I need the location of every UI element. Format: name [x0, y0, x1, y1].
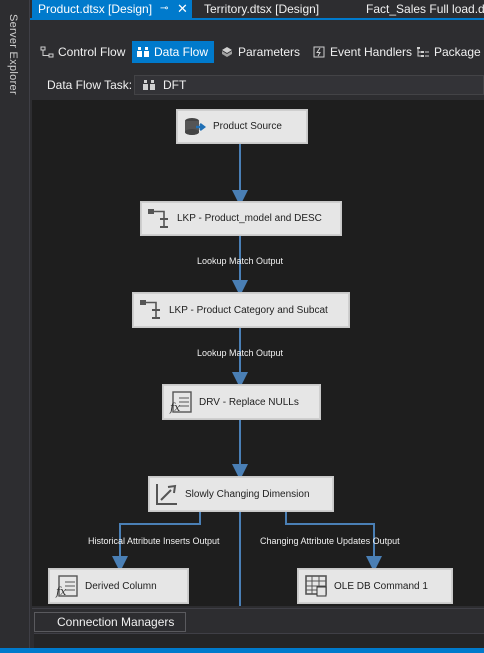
node-label: Slowly Changing Dimension: [185, 488, 310, 500]
document-tab-bar: Product.dtsx [Design] ⊸ ✕ Territory.dtsx…: [30, 0, 484, 18]
data-flow-task-select[interactable]: DFT: [134, 75, 484, 95]
path-scd-to-oledb[interactable]: [285, 512, 382, 572]
package-explorer-icon: [417, 47, 429, 57]
data-flow-canvas[interactable]: Product Source LKP - Product_model and D…: [32, 100, 484, 606]
node-lkp-product-category[interactable]: LKP - Product Category and Subcat: [132, 292, 350, 328]
designer-tab-bar: Control Flow Data Flow Parameters Event …: [30, 40, 484, 64]
doc-tab-label: Product.dtsx [Design]: [38, 2, 153, 16]
event-handlers-icon: [313, 46, 325, 58]
doc-tab-label: Territory.dtsx [Design]: [204, 2, 320, 16]
svg-text:fx: fx: [169, 401, 181, 414]
data-flow-task-row: Data Flow Task: DFT: [30, 72, 484, 98]
edge-label-lookup-match-1: Lookup Match Output: [197, 256, 284, 266]
edge-label-historical-inserts: Historical Attribute Inserts Output: [88, 536, 220, 546]
connector-lines: [112, 144, 382, 606]
data-flow-icon: [137, 47, 149, 57]
node-label: LKP - Product_model and DESC: [177, 213, 322, 224]
status-bar: [0, 648, 484, 653]
doc-tab-product[interactable]: Product.dtsx [Design] ⊸ ✕: [32, 0, 192, 18]
tab-package-explorer[interactable]: Package E: [412, 41, 484, 63]
doc-tab-territory[interactable]: Territory.dtsx [Design]: [198, 0, 325, 18]
node-lkp-product-model[interactable]: LKP - Product_model and DESC: [140, 201, 342, 236]
node-drv-replace-nulls[interactable]: fx DRV - Replace NULLs: [162, 384, 321, 420]
tab-label: Data Flow: [154, 45, 209, 59]
left-tool-strip: Server Explorer: [0, 0, 30, 653]
node-slowly-changing-dimension[interactable]: Slowly Changing Dimension: [148, 476, 334, 512]
path-scd-to-derived[interactable]: [112, 512, 201, 572]
data-flow-icon: [143, 80, 155, 90]
pin-icon[interactable]: ⊸: [160, 3, 169, 14]
node-label: Derived Column: [85, 580, 157, 592]
doc-tab-label: Fact_Sales Full load.dtsx: [366, 2, 484, 16]
scd-icon: [156, 484, 177, 505]
node-label: LKP - Product Category and Subcat: [169, 304, 328, 316]
doc-tab-fact-sales[interactable]: Fact_Sales Full load.dtsx: [360, 0, 484, 18]
data-flow-task-value: DFT: [163, 78, 187, 92]
node-derived-column[interactable]: fx Derived Column: [48, 568, 189, 604]
tab-label: Parameters: [238, 45, 301, 59]
parameters-icon: [222, 47, 232, 57]
oledb-command-icon: [305, 575, 327, 597]
node-label: OLE DB Command 1: [334, 580, 428, 592]
tab-label: Event Handlers: [330, 45, 413, 59]
active-tab-underline: [30, 18, 484, 20]
node-oledb-command[interactable]: OLE DB Command 1: [297, 568, 453, 604]
close-icon[interactable]: ✕: [177, 1, 188, 16]
svg-text:fx: fx: [55, 585, 67, 598]
edge-label-changing-updates: Changing Attribute Updates Output: [260, 536, 400, 546]
lookup-icon: [148, 208, 168, 228]
tab-parameters[interactable]: Parameters: [216, 41, 306, 63]
node-product-source[interactable]: Product Source: [176, 109, 308, 144]
tab-label: Control Flow: [58, 45, 126, 59]
derived-column-icon: fx: [169, 391, 192, 414]
tab-data-flow[interactable]: Data Flow: [132, 41, 214, 63]
server-explorer-tab[interactable]: Server Explorer: [7, 14, 19, 95]
lookup-icon: [140, 300, 160, 319]
edge-label-lookup-match-2: Lookup Match Output: [197, 348, 284, 358]
tab-event-handlers[interactable]: Event Handlers: [308, 41, 413, 63]
tab-label: Package E: [434, 45, 484, 59]
node-label: DRV - Replace NULLs: [199, 396, 299, 408]
data-flow-task-label: Data Flow Task:: [47, 78, 133, 92]
source-icon: [185, 117, 206, 135]
connection-managers-area[interactable]: [34, 633, 484, 649]
derived-column-icon: fx: [55, 575, 78, 598]
connection-managers-tab[interactable]: Connection Managers: [34, 612, 186, 632]
control-flow-icon: [40, 46, 54, 58]
connection-managers-panel: Connection Managers: [32, 608, 484, 649]
tab-control-flow[interactable]: Control Flow: [36, 41, 128, 63]
node-label: Product Source: [213, 121, 282, 132]
